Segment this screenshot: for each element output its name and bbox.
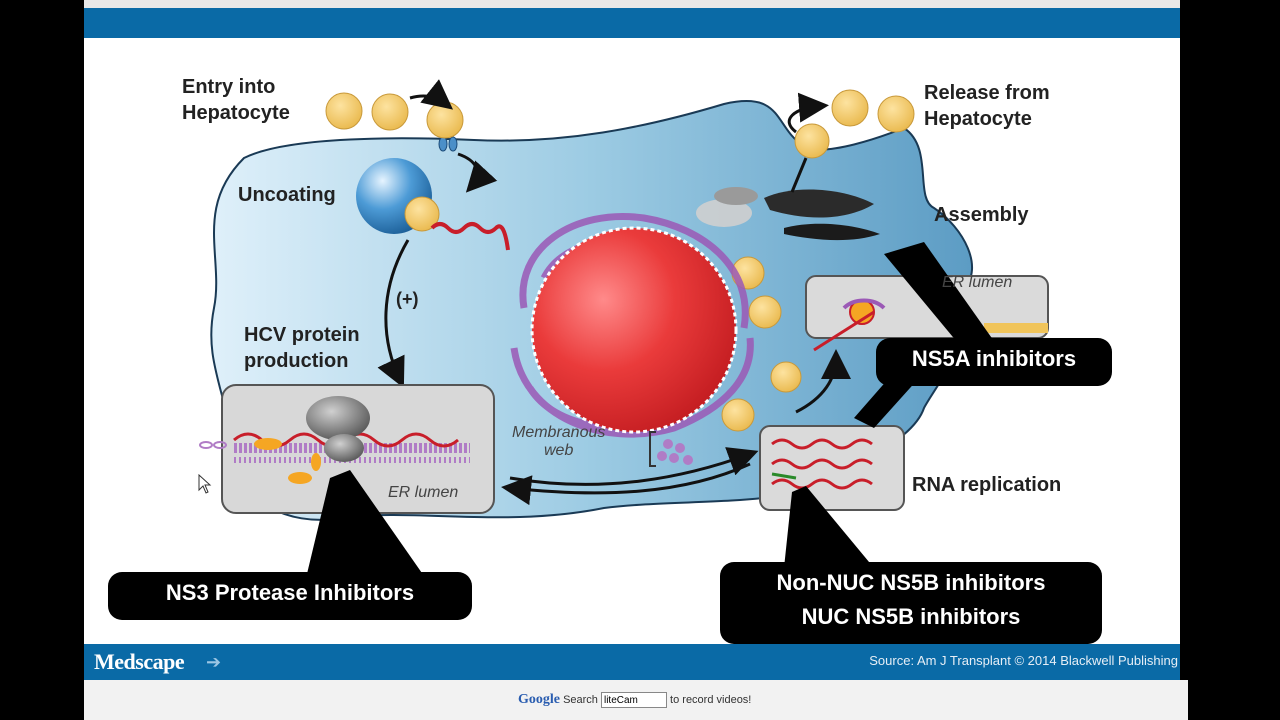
ns3-callout-text: NS3 Protease Inhibitors xyxy=(165,580,415,605)
arrow-right-icon[interactable]: ➔ xyxy=(206,652,222,672)
ribosome-icon xyxy=(306,396,370,462)
right-black-frame xyxy=(1188,0,1280,720)
membranous-web-icon xyxy=(649,431,693,467)
entry-label: Entry into Hepatocyte xyxy=(182,76,290,124)
search-suffix: to record videos! xyxy=(670,694,752,706)
uncoating-label: Uncoating xyxy=(238,184,336,206)
ns3-protease-inhibitors-callout: NS3 Protease Inhibitors xyxy=(108,572,472,620)
ns5b-callout-line2: NUC NS5B inhibitors xyxy=(801,604,1021,629)
google-search-box: Google Search to record videos! xyxy=(518,692,752,709)
protein-production-label: HCV protein production xyxy=(244,324,360,372)
rna-replication-strands xyxy=(771,438,873,490)
search-input[interactable] xyxy=(600,692,667,709)
positive-strand-label: (+) xyxy=(396,289,419,309)
assembly-structures xyxy=(696,157,880,241)
assembly-label: Assembly xyxy=(934,204,1029,226)
er-lumen-left-label: ER lumen xyxy=(388,484,459,501)
hcv-lifecycle-diagram xyxy=(199,79,1049,578)
viral-rna-strand xyxy=(430,222,510,251)
er-lumen-right-label: ER lumen xyxy=(942,274,1013,291)
source-citation: Source: Am J Transplant © 2014 Blackwell… xyxy=(869,653,1178,668)
google-logo: Google xyxy=(518,692,560,707)
ns5a-callout-text: NS5A inhibitors xyxy=(911,346,1077,371)
rna-replication-label: RNA replication xyxy=(912,474,1062,496)
release-label: Release from Hepatocyte xyxy=(924,82,1050,130)
search-label: Search xyxy=(563,694,598,706)
nucleus xyxy=(530,226,738,434)
left-black-frame xyxy=(0,0,84,720)
membranous-web-label: Membranous web xyxy=(512,424,606,459)
slide-footer-bar xyxy=(84,644,1180,680)
ns5a-inhibitors-callout: NS5A inhibitors xyxy=(876,338,1112,386)
virion-particles xyxy=(325,89,915,432)
slide-header-bar xyxy=(84,8,1180,38)
signal-sequence-chain xyxy=(199,441,227,449)
mouse-cursor-icon xyxy=(198,474,212,494)
ns5b-callout-line1: Non-NUC NS5B inhibitors xyxy=(776,570,1046,595)
top-strip xyxy=(84,0,1180,8)
ns5b-inhibitors-callout: Non-NUC NS5B inhibitors NUC NS5B inhibit… xyxy=(720,562,1102,644)
slide: Entry into Hepatocyte Release from Hepat… xyxy=(84,8,1180,680)
medscape-logo: Medscape xyxy=(94,649,185,674)
pathway-arrows xyxy=(377,79,851,506)
ns5a-complex-icon xyxy=(813,298,1048,352)
